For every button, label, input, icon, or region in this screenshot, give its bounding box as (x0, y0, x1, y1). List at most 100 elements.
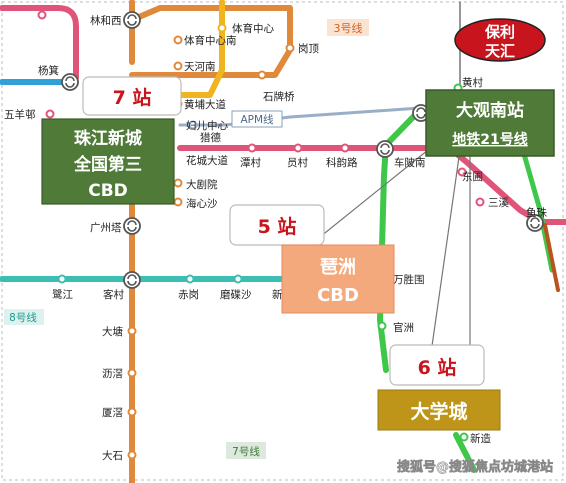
station-dot (285, 43, 295, 53)
poly-badge-line1: 保利 (484, 23, 515, 41)
interchange-icon (376, 140, 394, 158)
line-labels: 3号线 APM线 8号线 7号线 (4, 19, 369, 459)
line4-green (377, 109, 421, 373)
station-label: 大塘 (102, 325, 123, 338)
station-label: 花城大道 (186, 154, 228, 167)
connector-pazhou (309, 149, 429, 246)
station-dot (127, 368, 137, 378)
station-label: 沥滘 (102, 368, 123, 380)
station-label: 黄埔大道 (184, 98, 226, 111)
interchange-icon (123, 11, 141, 29)
station-label: 天河南 (184, 60, 216, 73)
station-label: 杨箕 (38, 64, 59, 77)
station-label: 体育中心 (232, 22, 274, 35)
station-dot (233, 274, 243, 284)
station-label: 万胜围 (393, 274, 425, 286)
line1-yellow (165, 0, 225, 98)
zhujiang-callout: 7 站 珠江新城 全国第三 CBD (41, 76, 182, 205)
station-dot (377, 321, 387, 331)
station-label: 黄村 (462, 76, 483, 89)
pazhou-name: 琶洲 (320, 257, 356, 278)
line4-green-south (453, 432, 477, 473)
station-label: 林和西 (90, 14, 122, 27)
station-dot (257, 70, 267, 80)
connector-center (429, 149, 461, 361)
line3-label: 3号线 (334, 21, 363, 35)
station-label: 鱼珠 (526, 206, 547, 219)
line3-branch-gangding (129, 5, 293, 78)
station-label: 官洲 (393, 321, 414, 334)
line8-label: 8号线 (9, 311, 37, 324)
station-label: 大石 (102, 449, 123, 462)
station-label: 鹭江 (52, 289, 73, 301)
station-labels: 林和西 体育中心 体育中心南 岗顶 天河南 杨箕 石牌桥 黄埔大道 五羊邨 妇儿… (4, 14, 547, 462)
pazhou-callout: 5 站 琶洲 CBD (229, 204, 395, 314)
station-dot (127, 407, 137, 417)
station-label: 三溪 (488, 197, 509, 209)
station-dot (340, 143, 350, 153)
station-label: 猎德 (200, 131, 221, 144)
line3-label-box (327, 19, 369, 36)
zhujiang-name: 珠江新城 (74, 128, 142, 149)
zhujiang-cbd: CBD (88, 181, 128, 201)
station-label: 新 (272, 288, 283, 301)
station-dot (188, 120, 198, 130)
watermark-text: 搜狐号@搜狐焦点坊城港站 (397, 459, 553, 475)
line8-label-box (4, 309, 44, 325)
pazhou-cbd: CBD (317, 285, 359, 306)
daguannan-callout: 大观南站 地铁21号线 (425, 89, 555, 157)
station-label: 厦滘 (102, 407, 123, 419)
station-dot (127, 450, 137, 460)
interchange-icon (61, 73, 79, 91)
station-dot (57, 274, 67, 284)
daguannan-subtitle: 地铁21号线 (452, 131, 527, 148)
station-label: 员村 (287, 156, 308, 169)
poly-tianhui-badge: 保利 天汇 (454, 18, 546, 62)
interchange-icon (526, 214, 544, 232)
station-dot (475, 197, 485, 207)
apm-label-box (231, 110, 283, 128)
station-dot (173, 35, 183, 45)
poly-badge-line2: 天汇 (485, 42, 515, 60)
station-label: 车陂南 (394, 156, 426, 169)
station-label: 东圃 (462, 170, 483, 183)
station-dot (45, 109, 55, 119)
station-label: 五羊邨 (4, 108, 36, 121)
station-label: 体育中心南 (184, 34, 237, 47)
station-dot (173, 178, 183, 188)
station-label: 新造 (470, 432, 491, 445)
zhujiang-rank: 全国第三 (73, 154, 142, 175)
line7-label: 7号线 (232, 445, 260, 458)
station-dot (185, 274, 195, 284)
station-label: 科韵路 (326, 156, 358, 169)
line18-brown (543, 223, 560, 292)
interchange-icons (61, 11, 544, 289)
station-dot (459, 432, 469, 442)
station-dot (173, 197, 183, 207)
station-label: 磨碟沙 (220, 288, 252, 301)
interchange-icon (123, 217, 141, 235)
apm-label: APM线 (240, 113, 274, 126)
daxuecheng-callout: 6 站 大学城 (377, 344, 501, 431)
station-label: 大剧院 (186, 178, 218, 191)
station-label: 岗顶 (298, 43, 319, 55)
station-dot (127, 326, 137, 336)
daguannan-title: 大观南站 (456, 100, 524, 121)
zhujiang-stops: 7 站 (113, 86, 152, 109)
pazhou-stops: 5 站 (258, 215, 297, 238)
station-label: 石牌桥 (263, 90, 295, 103)
station-label: 妇儿中心 (186, 119, 228, 132)
station-dot (247, 143, 257, 153)
station-dot (173, 61, 183, 71)
station-label: 海心沙 (186, 197, 218, 210)
line7-label-box (226, 442, 266, 459)
daxuecheng-name: 大学城 (410, 400, 467, 423)
station-dot (217, 23, 227, 33)
line5-west-arc (0, 5, 79, 81)
station-dot (457, 167, 467, 177)
daxuecheng-stops: 6 站 (418, 356, 457, 379)
station-dot (37, 10, 47, 20)
